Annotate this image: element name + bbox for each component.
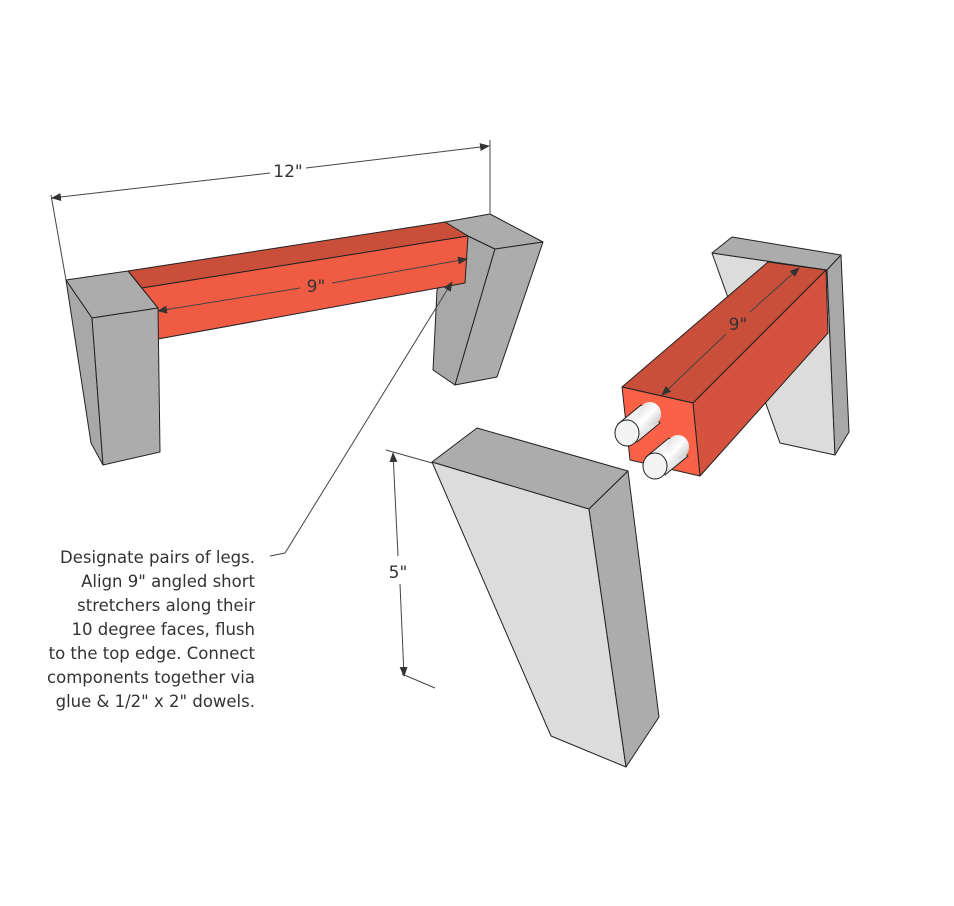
dowel-end-icon: [642, 452, 668, 480]
dimension-label-5: 5": [389, 563, 408, 583]
leg-side-face: [826, 254, 850, 456]
dowel-end-icon: [614, 419, 640, 447]
dimension-label-9-left: 9": [307, 277, 326, 297]
note-line: glue & 1/2" x 2" dowels.: [56, 692, 255, 711]
left-stretcher-dimension: 9": [157, 256, 468, 314]
note-leader-line: [269, 281, 453, 557]
note-line: Designate pairs of legs.: [60, 548, 255, 567]
left-assembly-left-leg: [65, 270, 161, 466]
dimension-label-12: 12": [273, 162, 302, 182]
dowel-bottom: [642, 435, 689, 480]
leg-front-face: [454, 241, 544, 386]
note-line: 10 degree faces, flush: [72, 620, 255, 639]
leg-front-face: [91, 307, 161, 466]
left-assembly: 12" 9": [50, 140, 544, 466]
note-line: Align 9" angled short: [81, 572, 255, 591]
loose-leg: [431, 427, 660, 768]
right-assembly: 9": [614, 236, 850, 480]
right-stretcher-dimension: 9": [661, 267, 800, 396]
note-line: stretchers along their: [77, 596, 255, 615]
leg-height-dimension: 5": [385, 449, 436, 689]
leg-side-face: [588, 470, 660, 768]
instruction-note: Designate pairs of legs. Align 9" angled…: [47, 548, 255, 711]
note-line: to the top edge. Connect: [49, 644, 256, 663]
dowel-top: [614, 402, 661, 447]
note-line: components together via: [47, 668, 255, 687]
overall-length-dimension: 12": [50, 140, 491, 281]
left-assembly-stretcher: [127, 221, 469, 340]
dimension-label-9-right: 9": [729, 315, 748, 335]
